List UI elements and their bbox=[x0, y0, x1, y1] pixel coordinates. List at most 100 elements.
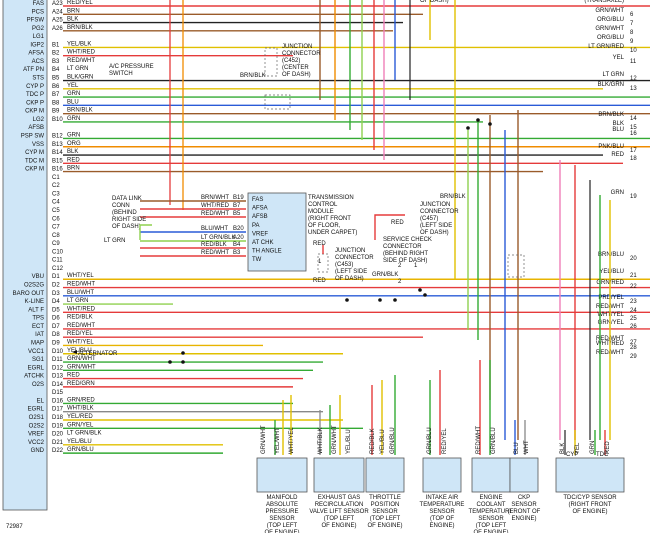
tcm-pin-label: B20 bbox=[233, 226, 244, 232]
connector-pin-number: 6 bbox=[630, 12, 634, 18]
jc-c457-caption: JUNCTION bbox=[420, 202, 450, 208]
sensor-wire-label: RED bbox=[605, 441, 611, 454]
ecm-pin-number: B16 bbox=[52, 167, 63, 173]
ecm-signal-label: TDC P bbox=[26, 92, 44, 98]
dlc-caption: (BEHIND bbox=[112, 210, 137, 216]
connector-pin-number: 22 bbox=[630, 284, 637, 290]
sensor-wire-label: RED/YEL bbox=[442, 428, 448, 454]
ecm-pin-number: C1 bbox=[52, 175, 60, 181]
sensor-caption: (RIGHT FRONT bbox=[569, 502, 612, 508]
tcm-pin-label: B4 bbox=[233, 242, 241, 248]
sensor-caption: (TOP LEFT bbox=[476, 523, 507, 529]
ecm-pin-number: D12 bbox=[52, 365, 64, 371]
ecm-wire-label: RED/GRN bbox=[67, 381, 95, 387]
ecm-signal-label: O2S2 bbox=[29, 423, 45, 429]
svc-caption: SIDE OF DASH) bbox=[383, 258, 427, 264]
ecm-signal-label: K-LINE bbox=[25, 299, 44, 305]
jc-c453-caption: OF DASH) bbox=[335, 276, 364, 282]
sensor-caption: ENGINE) bbox=[511, 516, 536, 522]
sensor-wire-label: BLK bbox=[560, 443, 566, 454]
right-wire-label: YEL/BLU bbox=[599, 269, 624, 275]
right-wire-label: ORG/BLU bbox=[597, 35, 624, 41]
connector-pin-number: 20 bbox=[630, 256, 637, 262]
ecm-wire-label: GRN/WHT bbox=[67, 364, 96, 370]
ecm-pin-number: D21 bbox=[52, 440, 64, 446]
dlc-caption: RIGHT SIDE bbox=[112, 217, 146, 223]
sensor-caption: INTAKE AIR bbox=[426, 495, 459, 501]
ecm-signal-label: EGRL bbox=[28, 407, 45, 413]
jc-c452-box bbox=[264, 47, 278, 77]
dlc-caption: CONN bbox=[112, 203, 130, 209]
jc-c453-caption: CONNECTOR bbox=[335, 255, 374, 261]
connector-pin-number: 29 bbox=[630, 354, 637, 360]
jc-c457-caption: OF DASH) bbox=[420, 230, 449, 236]
pin-num: 1 bbox=[318, 259, 322, 265]
ecm-signal-label: CKP M bbox=[25, 167, 44, 173]
ecm-signal-label: VBU bbox=[32, 274, 44, 280]
figure-id-label: 72987 bbox=[6, 524, 23, 530]
ecm-signal-label: EGRL bbox=[28, 365, 45, 371]
ecm-wire-label: GRN/YEL bbox=[67, 422, 94, 428]
tcm-pin-label: A20 bbox=[233, 235, 244, 241]
connector-pin-number: 17 bbox=[630, 148, 637, 154]
sensor-wire-label: GRN/BLU bbox=[427, 427, 433, 454]
sensor-wire-label: GRN/WHT bbox=[332, 425, 338, 454]
ecm-pin-number: C9 bbox=[52, 241, 60, 247]
sensor-wire-label: YEL/BLU bbox=[346, 429, 352, 454]
ecm-pin-number: D18 bbox=[52, 415, 64, 421]
ecm-pin-number: C7 bbox=[52, 225, 60, 231]
sensor-caption: MANIFOLD bbox=[266, 495, 298, 501]
jc-c457-caption: CONNECTOR bbox=[420, 209, 459, 215]
ecm-wire-label: BLU/WHT bbox=[67, 290, 94, 296]
right-wire-label: GRN/YEL bbox=[598, 320, 625, 326]
ecm-signal-label: FAS bbox=[33, 1, 44, 7]
ecm-wire-label: YEL/BLU bbox=[67, 439, 92, 445]
ecm-signal-label: CKP P bbox=[26, 100, 44, 106]
connector-pin-number: 27 bbox=[630, 340, 637, 346]
svc-red-wire bbox=[374, 214, 405, 240]
tcm-caption: UNDER CARPET) bbox=[308, 230, 357, 236]
sensor-caption: CKP bbox=[518, 495, 530, 501]
tcm-pin-name: TW bbox=[252, 257, 262, 263]
ecm-pin-number: B3 bbox=[52, 59, 60, 65]
sensor-caption: (TOP OF bbox=[430, 516, 454, 522]
tcm-wire-label: BLU/WHT bbox=[201, 226, 228, 232]
ecm-pin-number: D20 bbox=[52, 432, 64, 438]
right-wire-label: BRN/BLK bbox=[598, 112, 624, 118]
right-wire-label: GRN/WHT bbox=[595, 26, 624, 32]
ecm-wire-label: ORG bbox=[67, 141, 81, 147]
ecm-signal-label: AFSB bbox=[28, 125, 44, 131]
ecm-wire-label: RED/YEL bbox=[67, 331, 93, 337]
ecm-wire-label: GRN bbox=[67, 116, 80, 122]
jc-c457-box bbox=[507, 254, 525, 278]
sensor-caption: OF ENGINE) bbox=[367, 523, 402, 529]
ecm-wire-label: YEL/BLK bbox=[67, 41, 91, 47]
ecm-wire-label: BRN/BLK bbox=[67, 108, 93, 114]
connector-pin-number: 7 bbox=[630, 21, 634, 27]
splice-dot bbox=[378, 298, 382, 302]
sensor-box-4 bbox=[471, 457, 511, 493]
ecm-pin-number: D19 bbox=[52, 423, 64, 429]
connector-pin-number: 25 bbox=[630, 316, 637, 322]
splice-dot bbox=[466, 126, 470, 130]
ecm-pin-number: C8 bbox=[52, 233, 60, 239]
tcm-box bbox=[247, 192, 307, 272]
sensor-wire-label: GRN bbox=[590, 441, 596, 454]
ecm-pin-number: D4 bbox=[52, 299, 60, 305]
ecm-wire-label: RED/WHT bbox=[67, 323, 95, 329]
dlc-wire: LT GRN bbox=[104, 238, 125, 244]
ecm-pin-number: D10 bbox=[52, 349, 64, 355]
right-wire-label: LT GRN bbox=[603, 72, 624, 78]
tcm-pin-name: FAS bbox=[252, 197, 263, 203]
connector-pin-number: 11 bbox=[630, 59, 637, 65]
sensor-caption: EXHAUST GAS bbox=[318, 495, 361, 501]
sensor-caption: VALVE LIFT SENSOR bbox=[309, 509, 369, 515]
ecm-wire-label: RED/WHT bbox=[67, 282, 95, 288]
dlc-caption: DATA LINK bbox=[112, 196, 142, 202]
jc-c453-caption: (LEFT SIDE bbox=[335, 269, 367, 275]
right-wire-label: PRD/YEL bbox=[598, 295, 624, 301]
ecm-signal-label: TPS bbox=[32, 316, 44, 322]
sensor-wire-label: RED/BLK bbox=[370, 428, 376, 454]
ecm-signal-label: O2S1 bbox=[29, 415, 45, 421]
